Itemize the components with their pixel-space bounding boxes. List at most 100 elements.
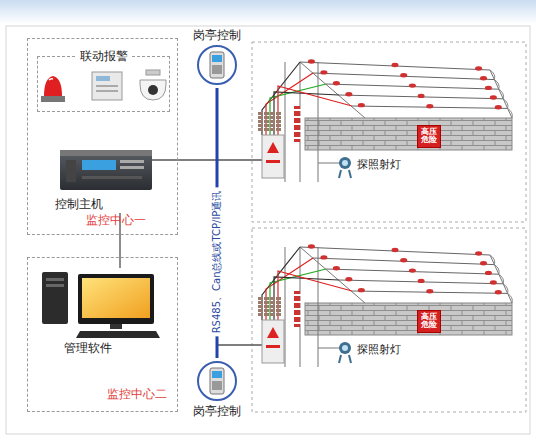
surge-arrester (293, 130, 301, 132)
insulator-stack (276, 120, 281, 123)
insulator-stack (270, 112, 275, 115)
insulator-stack (270, 305, 275, 308)
brick-wall (305, 118, 512, 150)
control-terminal (196, 360, 238, 402)
wire-loop (494, 80, 499, 90)
insulator-stack (264, 301, 269, 304)
insulator (495, 290, 502, 294)
terminal-body (210, 368, 224, 394)
insulator (320, 255, 327, 259)
insulator-stack (270, 301, 275, 304)
insulator (495, 105, 502, 109)
alarm-light (41, 76, 65, 102)
insulator-stack (270, 297, 275, 300)
fence-wire (300, 62, 490, 70)
fence-post (318, 247, 319, 367)
insulator (345, 277, 352, 281)
lead-wire (274, 92, 339, 135)
insulator-stack (276, 313, 281, 316)
insulator (400, 73, 407, 77)
surge-arrester (294, 291, 300, 327)
terminal-keys (212, 381, 222, 390)
sign-text: 高压危险 (421, 313, 437, 330)
insulator (333, 81, 340, 85)
insulator-stack (276, 305, 281, 308)
wire-loop (490, 255, 495, 265)
insulator-stack (270, 120, 275, 123)
insulator-stack (258, 305, 263, 308)
wire-loop (490, 70, 495, 80)
insulator-stack (258, 309, 263, 312)
lead-wire (266, 258, 313, 320)
wire-loop (503, 99, 508, 109)
surge-arrester (293, 116, 301, 118)
insulator-stack (276, 124, 281, 127)
terminal-ring (198, 46, 236, 84)
searchlight (318, 342, 351, 363)
surge-arrester (293, 322, 301, 324)
insulator-stack (270, 309, 275, 312)
lead-wire (262, 62, 300, 135)
insulator-stack (264, 297, 269, 300)
bus-label: RS485、Can总线或TCP/IP通讯 (210, 188, 224, 337)
computer (42, 272, 160, 338)
insulator-stack (258, 301, 263, 304)
insulator-stack (264, 313, 269, 316)
control-terminal (196, 44, 238, 86)
warning-symbol (267, 142, 279, 153)
brick-wall (305, 303, 512, 335)
insulator (480, 261, 487, 265)
wire-loop (499, 89, 504, 99)
fence-post (300, 247, 365, 303)
insulator-stack (258, 313, 263, 316)
device-label: 探照射灯 (357, 157, 401, 172)
insulator-stack (276, 128, 281, 131)
booth-control: 岗亭控制 (189, 358, 245, 418)
surge-arrester (293, 123, 301, 125)
insulator-stack (264, 120, 269, 123)
insulator (485, 86, 492, 90)
insulator (320, 70, 327, 74)
insulator-stack (276, 112, 281, 115)
insulator-stack (276, 297, 281, 300)
fence-post (490, 70, 512, 118)
insulator-stack (270, 128, 275, 131)
surge-arrester (293, 294, 301, 296)
fence-wire (326, 84, 499, 89)
surge-arrester (293, 109, 301, 111)
wire-loop (503, 284, 508, 294)
electric-fence (258, 244, 512, 367)
insulator (345, 92, 352, 96)
device-label: 管理软件 (64, 340, 160, 357)
insulator-stack (264, 112, 269, 115)
insulator (475, 66, 482, 70)
comm-wire (217, 344, 262, 346)
insulator-stack (258, 120, 263, 123)
terminal-screen (212, 371, 222, 378)
lead-wire (278, 86, 352, 135)
insulator (490, 95, 497, 99)
surge-arrester (293, 137, 301, 139)
insulator-stack (270, 116, 275, 119)
fence-wire (326, 269, 499, 274)
insulator (426, 104, 433, 108)
insulator-stack (264, 124, 269, 127)
terminal-ring (198, 362, 236, 400)
dome-camera (140, 70, 166, 100)
warning-symbol (267, 327, 279, 338)
warning-sign: 高压危险 (417, 125, 441, 148)
insulator (418, 94, 425, 98)
group-heading: 联动报警 (77, 48, 131, 65)
insulator-stack (258, 128, 263, 131)
electric-fence (258, 59, 512, 182)
insulator-stack (264, 128, 269, 131)
center-label: 监控中心一 (86, 212, 146, 229)
lamp-label-box: 探照射灯 (356, 156, 402, 173)
center-label: 监控中心二 (107, 386, 167, 403)
insulator-stack (264, 305, 269, 308)
device-box: 控制主机 (55, 146, 155, 213)
insulator (475, 251, 482, 255)
surge-arrester (293, 308, 301, 310)
